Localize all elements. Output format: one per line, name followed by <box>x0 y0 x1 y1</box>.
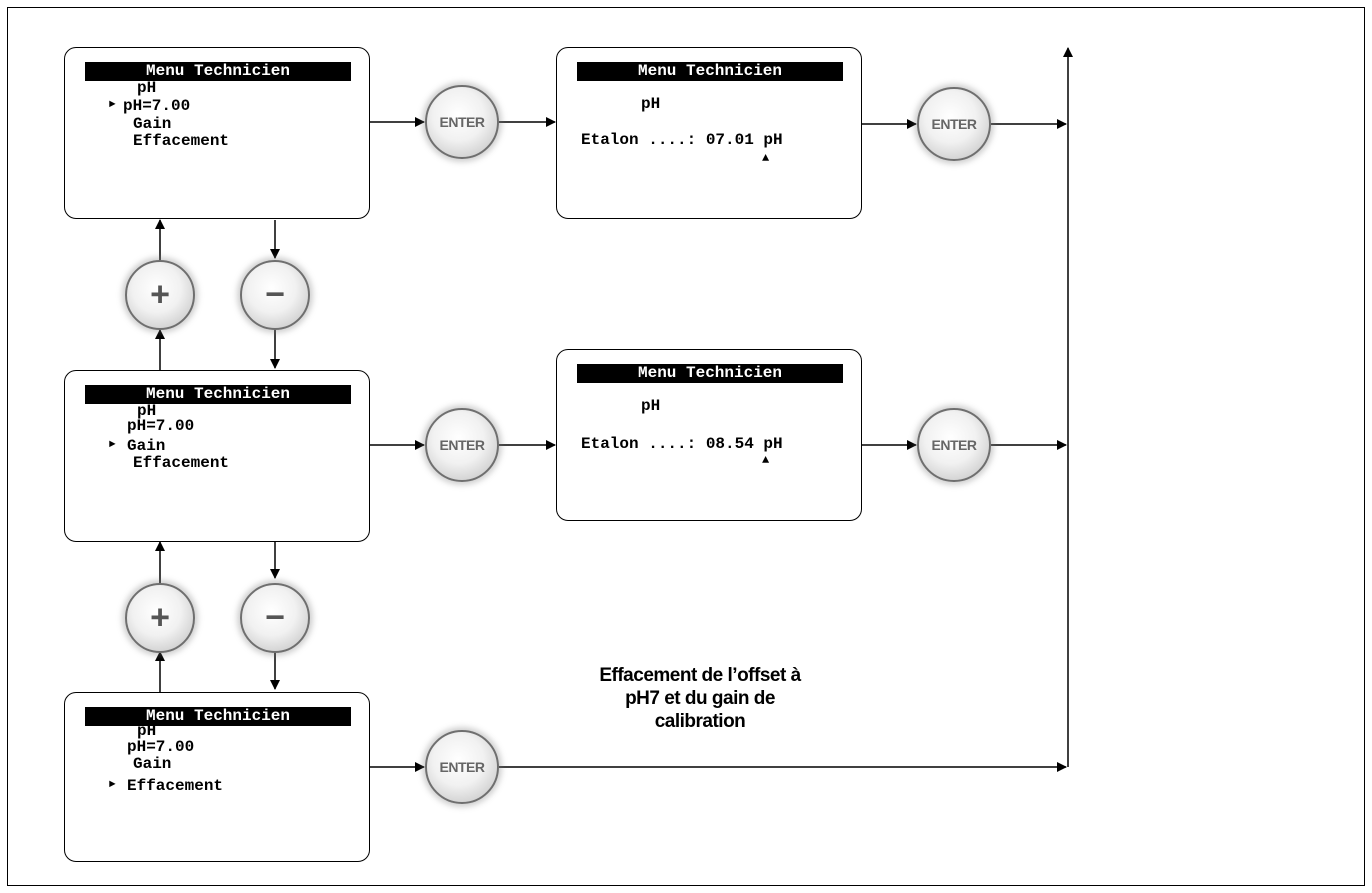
menu-line-gain: Gain <box>133 755 172 773</box>
menu-line-ph: pH <box>137 79 157 97</box>
effacement-caption: Effacement de l’offset à pH7 et du gain … <box>560 664 840 733</box>
plus-button[interactable]: + <box>125 260 195 330</box>
caption-line: pH7 et du gain de <box>625 688 775 709</box>
menu-screen-gain: Menu Technicien pH pH=7.00 ► Gain Efface… <box>64 370 370 542</box>
menu-screen-effacement: Menu Technicien pH pH=7.00 Gain ► Efface… <box>64 692 370 862</box>
plus-icon: + <box>150 275 170 314</box>
enter-label: ENTER <box>931 116 977 132</box>
menu-line-ph: pH <box>137 402 157 420</box>
menu-line-ph7: pH=7.00 <box>127 738 195 756</box>
minus-icon: − <box>265 598 285 637</box>
caption-line: Effacement de l’offset à <box>599 665 801 686</box>
enter-label: ENTER <box>439 114 485 130</box>
menu-line-effacement: Effacement <box>127 777 224 795</box>
minus-button[interactable]: − <box>240 260 310 330</box>
screen-title: Menu Technicien <box>85 62 351 81</box>
screen-title: Menu Technicien <box>577 62 843 81</box>
minus-icon: − <box>265 275 285 314</box>
enter-button[interactable]: ENTER <box>917 408 991 482</box>
calibration-screen-ph7: Menu Technicien pH Etalon ....: 07.01 pH… <box>556 47 862 219</box>
enter-button[interactable]: ENTER <box>425 408 499 482</box>
calibration-screen-gain: Menu Technicien pH Etalon ....: 08.54 pH… <box>556 349 862 521</box>
calibration-value: Etalon ....: 07.01 pH <box>581 131 783 149</box>
menu-line-gain: Gain <box>127 437 166 455</box>
calibration-value: Etalon ....: 08.54 pH <box>581 435 783 453</box>
screen-title: Menu Technicien <box>85 707 351 726</box>
digit-caret-icon: ▲ <box>762 453 770 467</box>
menu-line-gain: Gain <box>133 115 172 133</box>
plus-button[interactable]: + <box>125 583 195 653</box>
menu-line-effacement: Effacement <box>133 454 230 472</box>
minus-button[interactable]: − <box>240 583 310 653</box>
menu-screen-ph7: Menu Technicien pH ► pH=7.00 Gain Efface… <box>64 47 370 219</box>
enter-label: ENTER <box>439 759 485 775</box>
calibration-label: pH <box>641 95 661 113</box>
enter-button[interactable]: ENTER <box>425 85 499 159</box>
menu-line-effacement: Effacement <box>133 132 230 150</box>
caption-line: calibration <box>654 711 746 732</box>
screen-title: Menu Technicien <box>85 385 351 404</box>
enter-button[interactable]: ENTER <box>917 87 991 161</box>
digit-caret-icon: ▲ <box>762 151 770 165</box>
menu-line-ph7: pH=7.00 <box>123 97 191 115</box>
selection-cursor-icon: ► <box>109 99 116 111</box>
plus-icon: + <box>150 598 170 637</box>
selection-cursor-icon: ► <box>109 779 116 791</box>
menu-line-ph7: pH=7.00 <box>127 417 195 435</box>
selection-cursor-icon: ► <box>109 439 116 451</box>
menu-line-ph: pH <box>137 722 157 740</box>
enter-label: ENTER <box>931 437 977 453</box>
screen-title: Menu Technicien <box>577 364 843 383</box>
enter-button[interactable]: ENTER <box>425 730 499 804</box>
calibration-label: pH <box>641 397 661 415</box>
diagram-frame <box>7 7 1365 886</box>
enter-label: ENTER <box>439 437 485 453</box>
